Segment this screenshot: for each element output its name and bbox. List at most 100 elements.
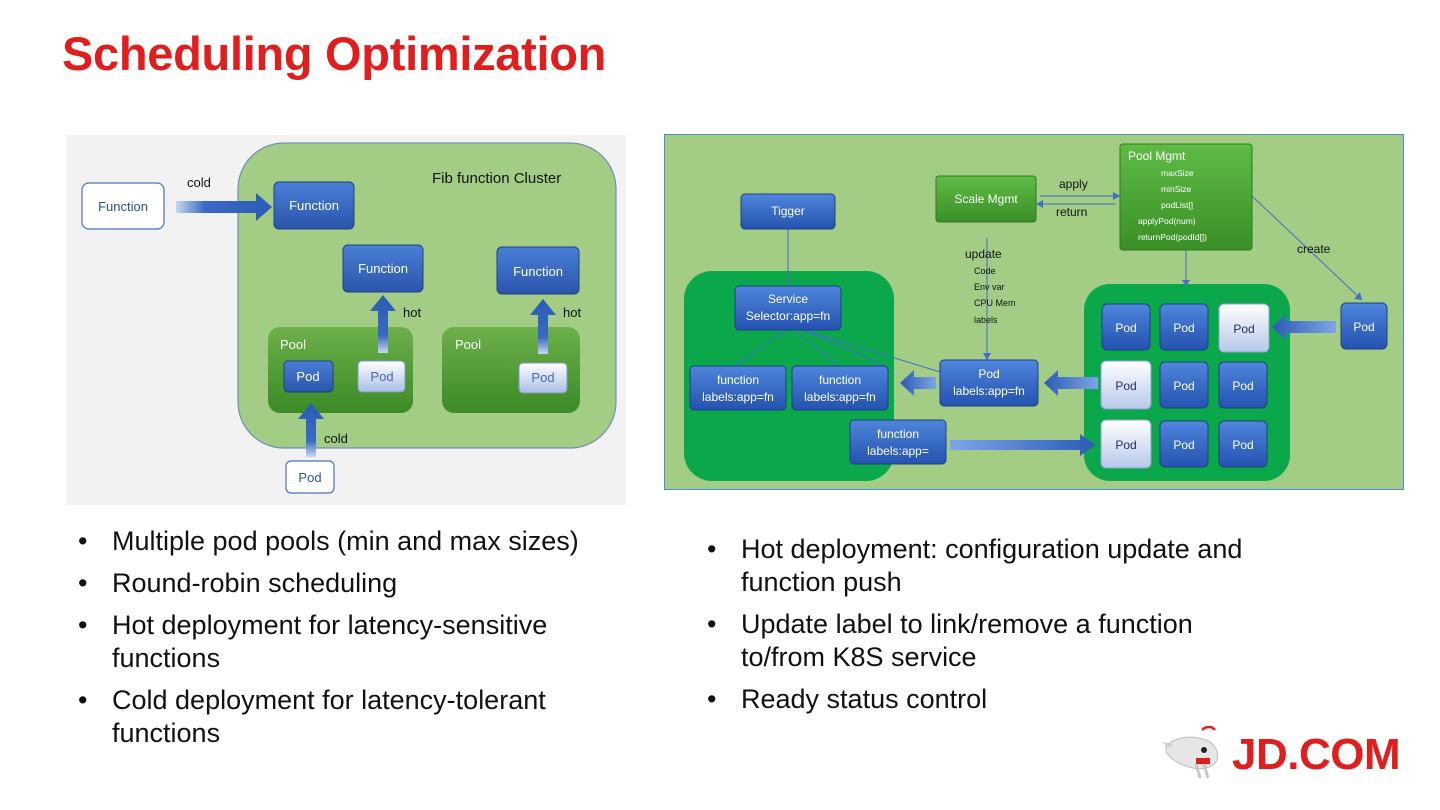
pool-left-label: Pool	[280, 337, 306, 352]
grid-pod-label: Pod	[1115, 379, 1136, 393]
update-item: CPU Mem	[974, 298, 1016, 308]
pod-center-box	[939, 359, 1039, 407]
return-arrowhead	[1036, 200, 1043, 208]
function-outside-label: Function	[98, 199, 148, 214]
connector-lines	[734, 195, 1363, 373]
tigger-box	[740, 193, 836, 230]
create-label: create	[1297, 242, 1331, 256]
pod-idle-right	[518, 362, 568, 394]
bullet-item: Hot deployment: configuration update and…	[707, 533, 1321, 599]
update-item: Code	[974, 266, 996, 276]
hot-arrow-left	[370, 295, 396, 353]
hot-right-label: hot	[563, 305, 581, 320]
update-item: Env var	[974, 282, 1005, 292]
pool-mgmt-item: podList[]	[1161, 200, 1193, 210]
arrow-outside-pod-to-grid	[1272, 314, 1336, 340]
pod-center-line1: Pod	[978, 367, 999, 381]
grid-pod-label: Pod	[1232, 379, 1253, 393]
service-line2: Selector:app=fn	[746, 309, 830, 323]
grid-pod-label: Pod	[1115, 438, 1136, 452]
grid-pod-1	[1101, 303, 1151, 351]
function-right-label: Function	[513, 264, 563, 279]
update-arrowhead	[983, 353, 991, 360]
pod-idle-left	[357, 360, 406, 393]
function-box-2	[791, 365, 889, 411]
grid-pod-4	[1100, 360, 1152, 410]
grid-pod-6	[1218, 361, 1268, 409]
function-3-line1: function	[877, 427, 919, 441]
pod-outside-right	[1340, 302, 1388, 350]
pool-mgmt-item: minSize	[1161, 184, 1192, 194]
function-3-line2: labels:app=	[867, 444, 929, 458]
grid-pod-8	[1159, 420, 1209, 468]
pool-mgmt-item: maxSize	[1161, 168, 1194, 178]
update-item: labels	[974, 315, 998, 325]
grid-pod-3	[1218, 303, 1270, 353]
update-label: update	[965, 247, 1002, 261]
grid-pod-label: Pod	[1115, 321, 1136, 335]
pod-grid: Pod Pod Pod Pod Pod Pod Pod Pod Pod	[1100, 303, 1270, 469]
scale-mgmt-label: Scale Mgmt	[954, 192, 1018, 206]
apply-arrowhead	[1113, 192, 1120, 200]
pod-outside-right-label: Pod	[1353, 320, 1374, 334]
service-line1: Service	[768, 292, 808, 306]
service-box	[734, 285, 842, 331]
pool-mgmt-box	[1119, 143, 1253, 251]
grid-pod-label: Pod	[1173, 438, 1194, 452]
function-2-line2: labels:app=fn	[804, 390, 876, 404]
pod-idle-right-label: Pod	[531, 370, 554, 385]
cold-arrow-top	[176, 193, 272, 221]
grid-pod-5	[1159, 361, 1209, 409]
bullet-item: Cold deployment for latency-tolerant fun…	[78, 684, 632, 750]
left-diagram: Fib function Cluster Function cold Funct…	[66, 135, 626, 505]
pool-right-label: Pool	[455, 337, 481, 352]
jd-dog-icon	[1162, 725, 1219, 779]
tigger-label: Tigger	[771, 204, 805, 218]
pod-idle-left-label: Pod	[370, 369, 393, 384]
scale-mgmt-box	[935, 175, 1037, 223]
pool-mgmt-item: returnPod(podId[])	[1138, 232, 1207, 242]
pod-outside-label: Pod	[298, 470, 321, 485]
grid-pod-label: Pod	[1173, 321, 1194, 335]
function-right-box	[496, 246, 580, 295]
hot-left-label: hot	[403, 305, 421, 320]
grid-pod-2	[1159, 303, 1209, 351]
arrow-pod-to-function	[900, 370, 936, 396]
pool-mgmt-title: Pool Mgmt	[1128, 149, 1186, 163]
bullet-item: Multiple pod pools (min and max sizes)	[78, 525, 678, 558]
bullet-item: Ready status control	[707, 683, 1307, 716]
right-diagram: Pool Mgmt maxSize minSize podList[] appl…	[664, 134, 1404, 490]
grid-pod-9	[1218, 420, 1268, 468]
pod-active-label: Pod	[296, 369, 319, 384]
function-1-line2: labels:app=fn	[702, 390, 774, 404]
grid-pod-7	[1100, 419, 1152, 469]
bullets-left: Multiple pod pools (min and max sizes) R…	[78, 525, 678, 759]
apply-label: apply	[1059, 177, 1088, 191]
return-label: return	[1056, 205, 1087, 219]
cold-bottom-label: cold	[324, 431, 348, 446]
grid-pod-label: Pod	[1233, 322, 1254, 336]
function-mid-label: Function	[358, 261, 408, 276]
pod-active	[283, 360, 334, 393]
function-top-label: Function	[289, 198, 339, 213]
slide-title: Scheduling Optimization	[62, 27, 607, 80]
poolmgmt-arrowhead	[1182, 280, 1190, 286]
pod-center-line2: labels:app=fn	[953, 384, 1025, 398]
function-box-3	[849, 419, 947, 465]
arrow-function-to-grid	[950, 434, 1096, 456]
function-mid-box	[342, 244, 424, 293]
bullet-item: Hot deployment for latency-sensitive fun…	[78, 609, 632, 675]
arrow-grid-to-pod	[1044, 370, 1098, 396]
grid-pod-label: Pod	[1173, 379, 1194, 393]
bullets-right: Hot deployment: configuration update and…	[707, 533, 1307, 725]
hot-arrow-right	[530, 299, 556, 354]
cold-arrow-bottom	[298, 403, 324, 457]
function-box-1	[689, 365, 787, 411]
pod-outside-box	[285, 460, 335, 494]
function-2-line1: function	[819, 373, 861, 387]
logo-text: JD.COM	[1232, 730, 1401, 779]
function-top-box	[273, 181, 355, 230]
bullet-item: Update label to link/remove a function t…	[707, 608, 1261, 674]
grid-pod-label: Pod	[1232, 438, 1253, 452]
pool-mgmt-item: applyPod(num)	[1138, 216, 1196, 226]
